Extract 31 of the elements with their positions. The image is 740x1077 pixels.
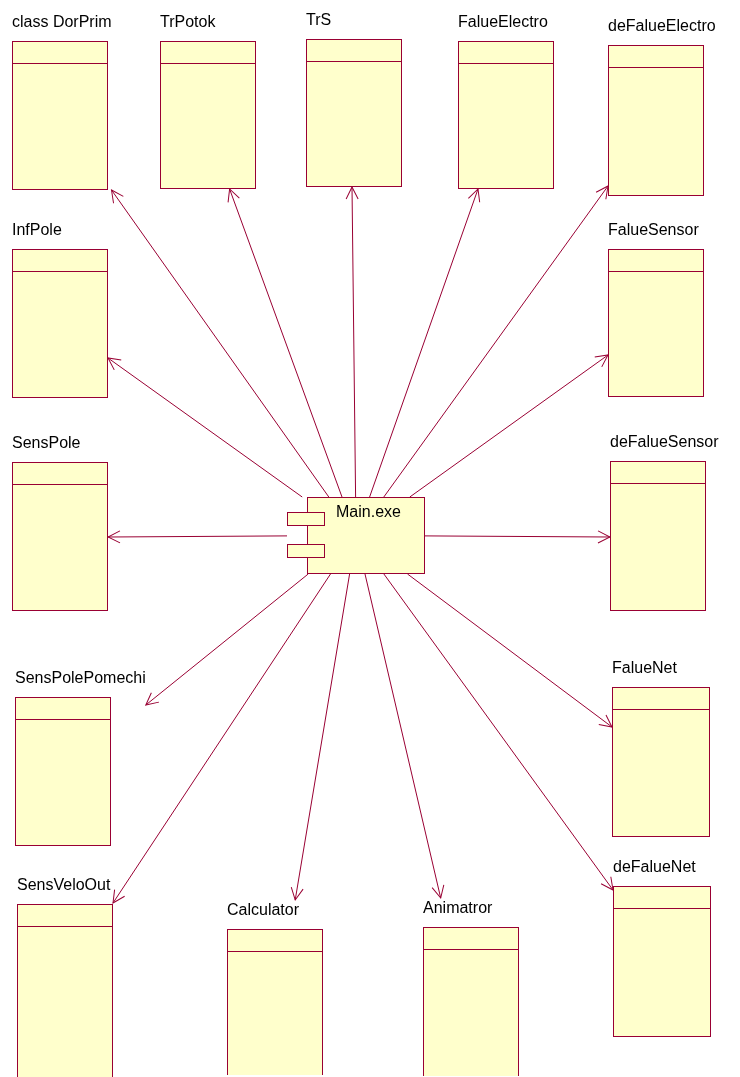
class-name: class DorPrim	[12, 12, 112, 32]
dependency-arrow	[383, 573, 614, 891]
class-name: FalueSensor	[608, 220, 699, 240]
dependency-arrow	[290, 573, 351, 901]
dependency-arrow	[409, 354, 609, 498]
class-name: SensPole	[12, 433, 81, 453]
class-name: Animatror	[423, 898, 493, 918]
class-name: FalueElectro	[458, 12, 548, 32]
dependency-arrow	[345, 186, 359, 498]
class-name: SensVeloOut	[17, 875, 111, 895]
dependency-arrow	[407, 573, 613, 728]
dependency-arrow	[227, 188, 343, 498]
class-name: deFalueSensor	[610, 432, 719, 452]
class-name: deFalueNet	[613, 857, 696, 877]
class-name: SensPolePomechi	[15, 668, 146, 688]
class-name: FalueNet	[612, 658, 677, 678]
component-name: Main.exe	[336, 503, 401, 520]
dependency-arrow	[107, 530, 288, 544]
class-name: TrPotok	[160, 12, 216, 32]
dependency-arrow	[112, 573, 331, 904]
dependency-arrow	[383, 185, 609, 498]
class-name: TrS	[306, 10, 332, 30]
dependency-arrow	[364, 573, 445, 899]
class-name: deFalueElectro	[608, 16, 716, 36]
dependency-arrow	[111, 189, 330, 498]
class-name: Calculator	[227, 900, 300, 920]
dependency-arrow	[424, 530, 611, 544]
dependency-arrow	[369, 188, 481, 498]
dependency-arrow	[145, 573, 309, 706]
dependency-arrow	[107, 357, 303, 498]
class-name: InfPole	[12, 220, 62, 240]
